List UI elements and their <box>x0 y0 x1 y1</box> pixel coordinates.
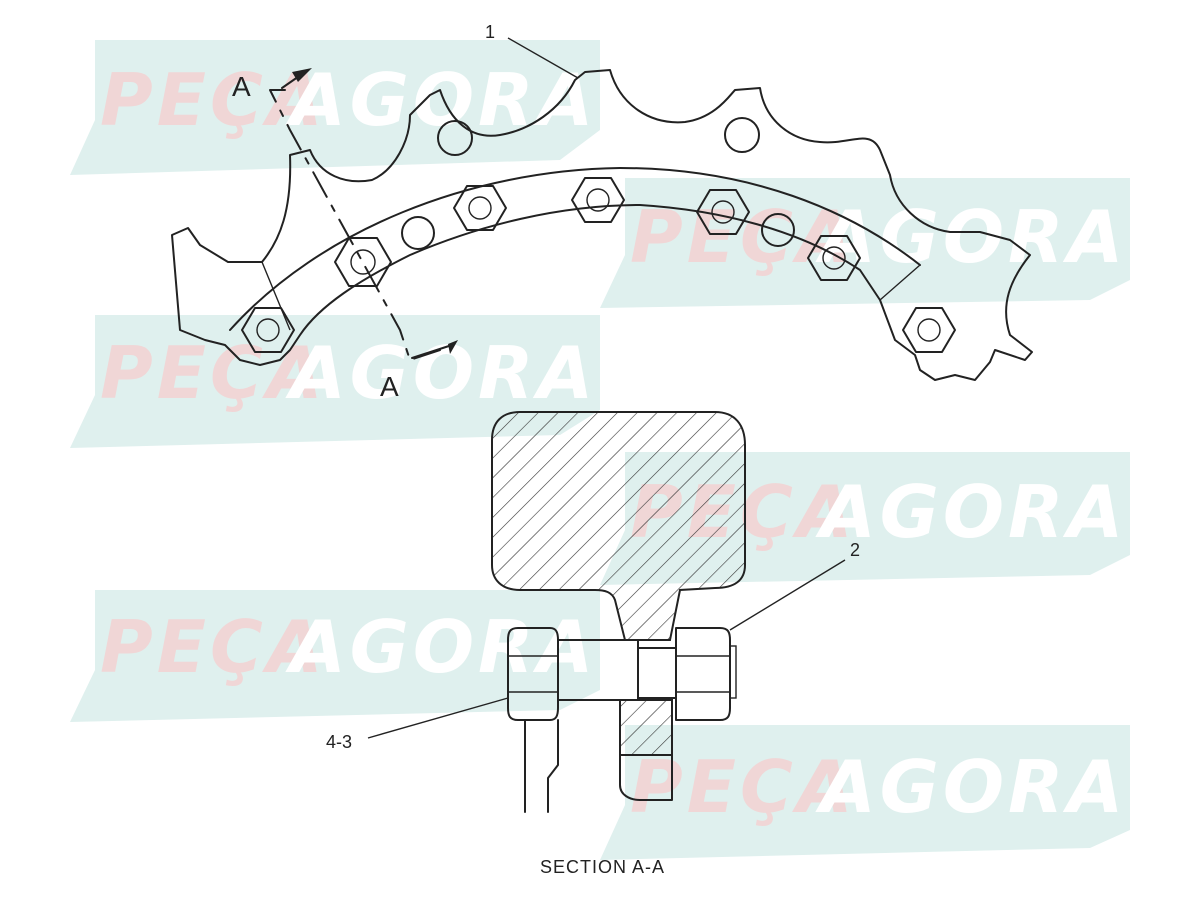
watermark-band-6: PEÇA AGORA <box>600 725 1130 860</box>
hex-nut <box>334 237 392 287</box>
hex-nut <box>241 307 295 353</box>
bolt-hole <box>401 216 435 250</box>
callout-label-2: 2 <box>850 540 860 560</box>
section-cut-line: A A <box>232 68 458 402</box>
nut <box>675 627 737 721</box>
watermark-text-right: AGORA <box>815 195 1127 279</box>
hex-nut <box>453 185 507 231</box>
sprocket-hole <box>724 117 760 153</box>
watermark-text-left: PEÇA <box>630 195 857 279</box>
watermark-band-2: PEÇA AGORA <box>600 178 1130 308</box>
hex-nut <box>902 307 956 353</box>
callout-1: 1 <box>485 22 579 79</box>
section-view <box>491 411 746 813</box>
watermark-text-left: PEÇA <box>630 745 857 829</box>
callout-label-1: 1 <box>485 22 495 42</box>
web-section <box>619 699 673 756</box>
callout-label-4-3: 4-3 <box>326 732 352 752</box>
sprocket-hole <box>437 120 473 156</box>
watermark-text-right: AGORA <box>285 331 597 415</box>
watermark-text-right: AGORA <box>285 58 597 142</box>
callout-2: 2 <box>729 540 860 631</box>
hub-plate-left <box>524 719 559 813</box>
section-mark-bottom: A <box>380 371 399 402</box>
callout-4-3: 4-3 <box>326 697 509 752</box>
bolt-head <box>507 627 559 721</box>
sprocket-segment-joint-right <box>879 264 921 301</box>
rim-section <box>491 411 746 641</box>
watermark-text-right: AGORA <box>815 470 1127 554</box>
sprocket-inner-arc <box>229 167 921 331</box>
section-mark-top: A <box>232 71 251 102</box>
sprocket-segment-joint-left <box>261 261 291 331</box>
hex-nut <box>696 189 750 235</box>
watermark-text-left: PEÇA <box>100 58 327 142</box>
hub-plate-right <box>619 754 673 801</box>
watermark-text-left: PEÇA <box>100 605 327 689</box>
hex-nut <box>571 177 625 223</box>
sprocket-teeth-outline <box>171 69 1033 381</box>
bolt-hole <box>761 213 795 247</box>
watermark-band-3: PEÇA AGORA <box>70 315 600 448</box>
watermark-band-1: PEÇA AGORA <box>70 40 600 175</box>
watermark-text-right: AGORA <box>815 745 1127 829</box>
watermark-band-5: PEÇA AGORA <box>70 590 600 722</box>
section-caption: SECTION A-A <box>540 857 665 877</box>
watermark-text-right: AGORA <box>285 605 597 689</box>
hex-nut <box>807 235 861 281</box>
